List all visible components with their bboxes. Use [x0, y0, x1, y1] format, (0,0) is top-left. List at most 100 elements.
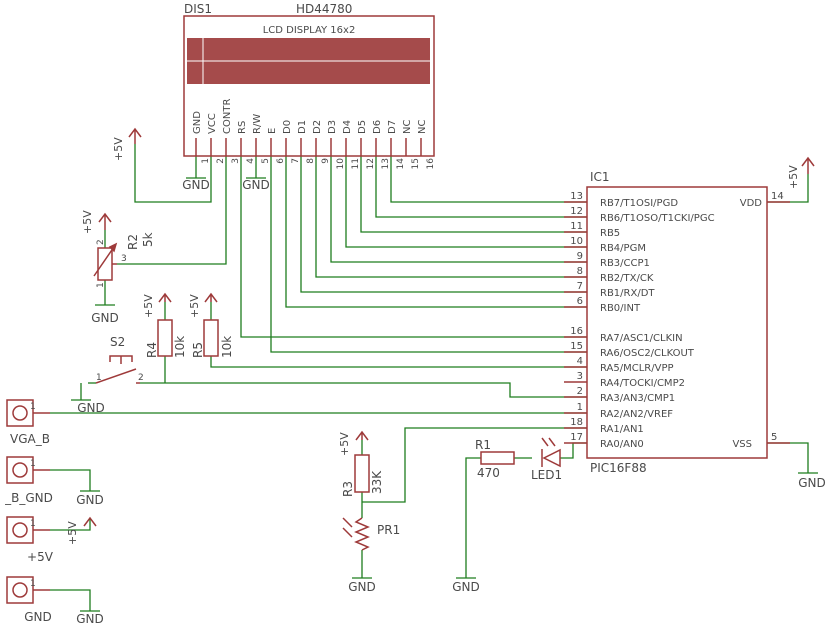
wire-lcd-d3	[330, 156, 587, 263]
pic-body	[586, 186, 768, 459]
mcu-pin-number: 6	[577, 296, 583, 307]
plus5v-arrow-connector	[83, 516, 97, 527]
plus5v-arrow-r4	[158, 292, 172, 303]
lcd-pin-number: 5	[261, 158, 271, 164]
mcu-pin-number: 10	[570, 236, 583, 247]
connector-vga-b-label: VGA_B	[10, 432, 50, 446]
wire-lcd-d2	[315, 156, 587, 278]
mcu-pin-name: RB2/TX/CK	[600, 273, 654, 284]
lcd-pin-name: E	[267, 128, 278, 134]
pr1-body	[354, 517, 370, 551]
lcd-body	[183, 15, 435, 157]
pr1-name: PR1	[377, 523, 400, 537]
pr1-light-arrow-1	[342, 517, 353, 528]
plus5v-label-vdd: +5V	[787, 165, 800, 189]
led1-ray-1	[541, 437, 549, 447]
r1-name: R1	[475, 438, 491, 452]
supply-symbols	[83, 127, 815, 527]
lcd-pin-name: D5	[357, 120, 368, 134]
lcd-pin-number: 15	[411, 158, 421, 169]
lcd-pin-name: GND	[192, 111, 203, 134]
wire-lcd-rs	[240, 156, 587, 338]
plus5v-label-r5: +5V	[188, 294, 201, 318]
mcu-pin-name: RB7/T1OSI/PGD	[600, 198, 678, 209]
gnd-label-pr1: GND	[348, 580, 376, 594]
lcd-pin-name: NC	[402, 120, 413, 134]
mcu-pin-name: RA2/AN2/VREF	[600, 409, 673, 420]
vss-pin-number: 5	[771, 432, 777, 443]
lcd-pin-name: NC	[417, 120, 428, 134]
mcu-pin-name: RB6/T1OSO/T1CKI/PGC	[600, 213, 715, 224]
mcu-pin-number: 4	[577, 356, 583, 367]
plus5v-arrow-r2	[98, 212, 112, 230]
plus5v-arrow-r3	[355, 430, 369, 441]
wire-bgnd	[50, 469, 100, 492]
mcu-pin-number: 7	[577, 281, 583, 292]
wires	[50, 144, 818, 612]
mcu-pin-stubs	[564, 201, 587, 444]
wire-lcd-d7	[390, 156, 587, 203]
led1-ray-2	[548, 437, 556, 447]
r1-body	[480, 451, 515, 465]
connector-gnd-pin	[12, 582, 28, 598]
gnd-label-lcd5: GND	[242, 178, 270, 192]
s2-name: S2	[110, 335, 125, 349]
mcu-pin-name: RB1/RX/DT	[600, 288, 655, 299]
mcu-pin-number: 8	[577, 266, 583, 277]
wire-lcd-gnd	[186, 156, 206, 179]
lcd-pin-name: D2	[312, 120, 323, 134]
mcu-pin-name: RA6/OSC2/CLKOUT	[600, 348, 695, 359]
mcu-pin-labels: RB7/T1OSI/PGD13RB6/T1OSO/T1CKI/PGC12RB51…	[570, 191, 714, 450]
plus5v-arrow-r5	[204, 292, 218, 303]
wire-r1-gnd	[456, 457, 481, 579]
r4-value: 10k	[173, 336, 187, 358]
lcd-pin-name: R/W	[252, 114, 263, 134]
connector-vga-b-pin-number: 1	[30, 402, 36, 412]
lcd-pin-name: CONTR	[222, 99, 233, 134]
wire-s2-gnd	[71, 383, 91, 401]
wire-lcd-d6	[375, 156, 587, 218]
lcd-pin-number: 7	[291, 158, 301, 164]
r4-body	[157, 319, 173, 357]
wire-lcd-d4	[345, 156, 587, 248]
connector-gnd-label: GND	[24, 610, 52, 624]
plus5v-label-lcd: +5V	[112, 137, 125, 161]
wire-ra1	[362, 427, 587, 503]
r5-body	[203, 319, 219, 357]
mcu-name: IC1	[590, 170, 610, 184]
lcd-pin-name: D1	[297, 120, 308, 134]
r2-pin3: 3	[121, 254, 127, 264]
r3-name: R3	[341, 481, 355, 497]
mcu-pin-name: RA3/AN3/CMP1	[600, 393, 675, 404]
r2-pin1: 1	[96, 282, 106, 288]
gnd-label-bgnd: GND	[76, 493, 104, 507]
plus5v-label-r4: +5V	[142, 294, 155, 318]
lcd-pin-number: 9	[321, 158, 331, 164]
lcd-pin-name: D6	[372, 120, 383, 134]
wire-ra0-led	[560, 442, 587, 459]
lcd-value: HD44780	[296, 2, 352, 16]
gnd-label-r2: GND	[91, 311, 119, 325]
lcd-pin-number: 2	[216, 158, 226, 164]
lcd-pin-name: D4	[342, 120, 353, 134]
r5-value: 10k	[220, 336, 234, 358]
mcu-pin-name: RB0/INT	[600, 303, 641, 314]
r2-pin2: 2	[96, 239, 106, 245]
r5-name: R5	[191, 342, 205, 358]
plus5v-label-connector: +5V	[66, 521, 79, 545]
lcd-pin-number: 10	[336, 158, 346, 170]
wire-lcd-d1	[300, 156, 587, 293]
mcu-pin-number: 12	[570, 206, 583, 217]
connector-plus5v-pin-number: 1	[30, 519, 36, 529]
r2-value: 5k	[141, 232, 155, 247]
lcd-pin-number: 6	[276, 158, 286, 164]
mcu-pin-name: RA4/TOCKI/CMP2	[600, 378, 685, 389]
vdd-label: VDD	[740, 198, 763, 209]
connector-plus5v-label: +5V	[27, 550, 54, 564]
lcd-pin-labels: GND1VCC2CONTR3RS4R/W5E6D07D18D29D310D411…	[192, 99, 436, 170]
r2-name: R2	[126, 234, 140, 250]
wire-gnd-conn	[50, 589, 100, 612]
r3-value: 33K	[370, 470, 384, 494]
